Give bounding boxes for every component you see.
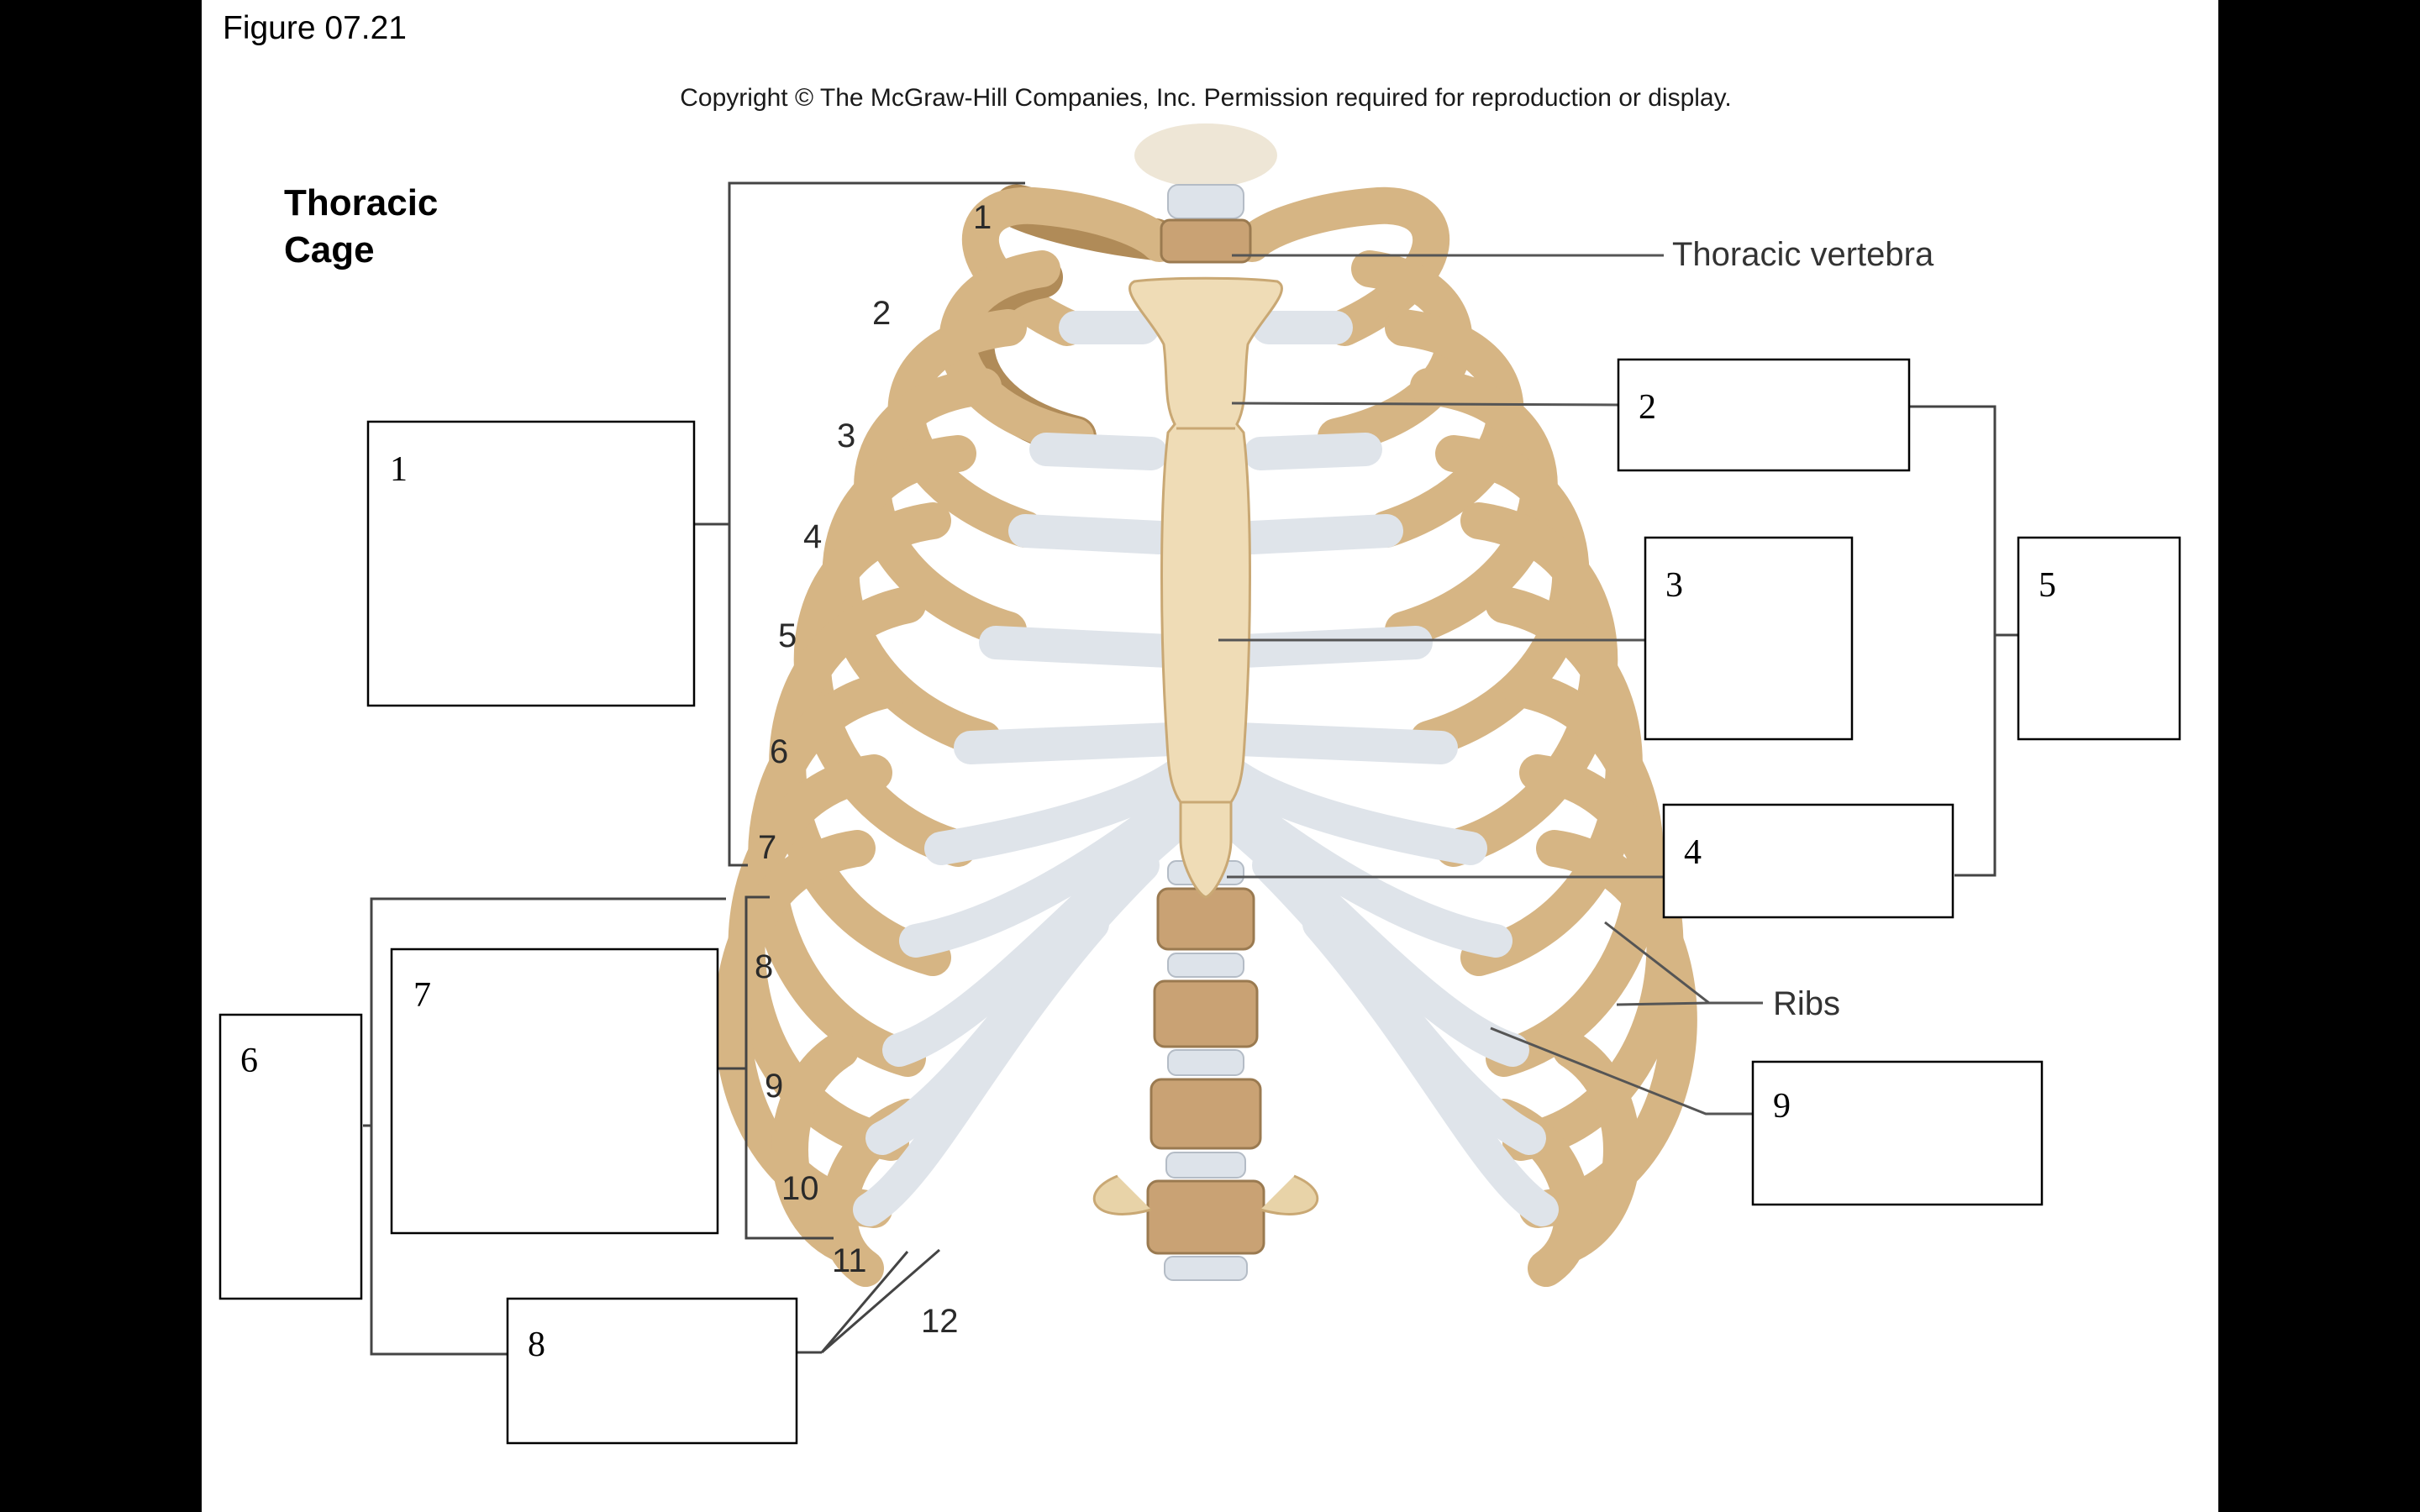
label-box-9-number: 9 xyxy=(1773,1087,1791,1126)
label-box-8[interactable]: 8 xyxy=(506,1297,798,1445)
rib-number-8: 8 xyxy=(755,948,773,985)
rib-number-7: 7 xyxy=(758,829,776,866)
label-box-1[interactable]: 1 xyxy=(366,420,696,707)
rib-number-12: 12 xyxy=(921,1303,959,1340)
rib-number-1: 1 xyxy=(973,199,992,236)
rib-number-4: 4 xyxy=(803,518,822,555)
label-thoracic-vertebra: Thoracic vertebra xyxy=(1672,236,1934,273)
label-box-2-number: 2 xyxy=(1639,388,1656,427)
rib-number-10: 10 xyxy=(781,1170,819,1207)
bracket-5 xyxy=(1909,405,1996,877)
rib-number-5: 5 xyxy=(778,617,797,654)
rib-number-3: 3 xyxy=(837,417,855,454)
label-box-4-number: 4 xyxy=(1684,833,1702,872)
leader-lines xyxy=(363,181,2018,1356)
label-boxes: 1 2 3 4 5 6 7 8 xyxy=(218,358,2181,1445)
title-line-2: Cage xyxy=(284,229,375,270)
ribs-right xyxy=(1234,186,1697,1287)
thoracic-cage-diagram: Figure 07.21 Copyright © The McGraw-Hill… xyxy=(218,10,2181,1445)
rib-number-labels: 1 2 3 4 5 6 7 8 9 10 11 12 xyxy=(755,199,992,1340)
rib-cage-illustration xyxy=(714,123,1697,1287)
leader-9 xyxy=(1490,1026,1753,1116)
leader-ribs-2 xyxy=(1616,1001,1710,1006)
figure-number: Figure 07.21 xyxy=(223,10,407,46)
copyright-notice: Copyright © The McGraw-Hill Companies, I… xyxy=(680,84,1731,112)
leader-8-rib11 xyxy=(820,1251,909,1353)
label-box-9[interactable]: 9 xyxy=(1751,1060,2044,1206)
label-box-1-number: 1 xyxy=(390,450,408,489)
label-box-3[interactable]: 3 xyxy=(1644,536,1854,741)
rib-number-2: 2 xyxy=(872,295,891,332)
ribs-left xyxy=(714,184,1178,1287)
costal-cartilages xyxy=(853,311,1559,1226)
label-box-5[interactable]: 5 xyxy=(2017,536,2181,741)
rib-number-11: 11 xyxy=(832,1242,867,1279)
label-ribs: Ribs xyxy=(1773,985,1840,1022)
rib-number-6: 6 xyxy=(770,733,788,770)
label-box-3-number: 3 xyxy=(1665,566,1683,605)
label-box-7-number: 7 xyxy=(413,976,431,1015)
label-box-4[interactable]: 4 xyxy=(1662,803,1954,919)
label-box-2[interactable]: 2 xyxy=(1617,358,1911,472)
slide: Figure 07.21 Copyright © The McGraw-Hill… xyxy=(202,0,2218,1512)
leader-ribs-1 xyxy=(1604,921,1710,1005)
title-line-1: Thoracic xyxy=(284,182,438,223)
label-box-6[interactable]: 6 xyxy=(218,1013,363,1300)
leader-2 xyxy=(1231,402,1619,407)
sternum xyxy=(1128,276,1283,899)
label-box-8-number: 8 xyxy=(528,1326,545,1364)
leader-8-rib12 xyxy=(821,1248,940,1354)
label-box-6-number: 6 xyxy=(240,1042,258,1080)
label-box-7[interactable]: 7 xyxy=(390,948,719,1235)
vertebral-column xyxy=(1092,184,1319,1281)
rib-number-9: 9 xyxy=(765,1068,783,1105)
label-box-5-number: 5 xyxy=(2039,566,2056,605)
neck-bone-top xyxy=(1134,123,1277,187)
